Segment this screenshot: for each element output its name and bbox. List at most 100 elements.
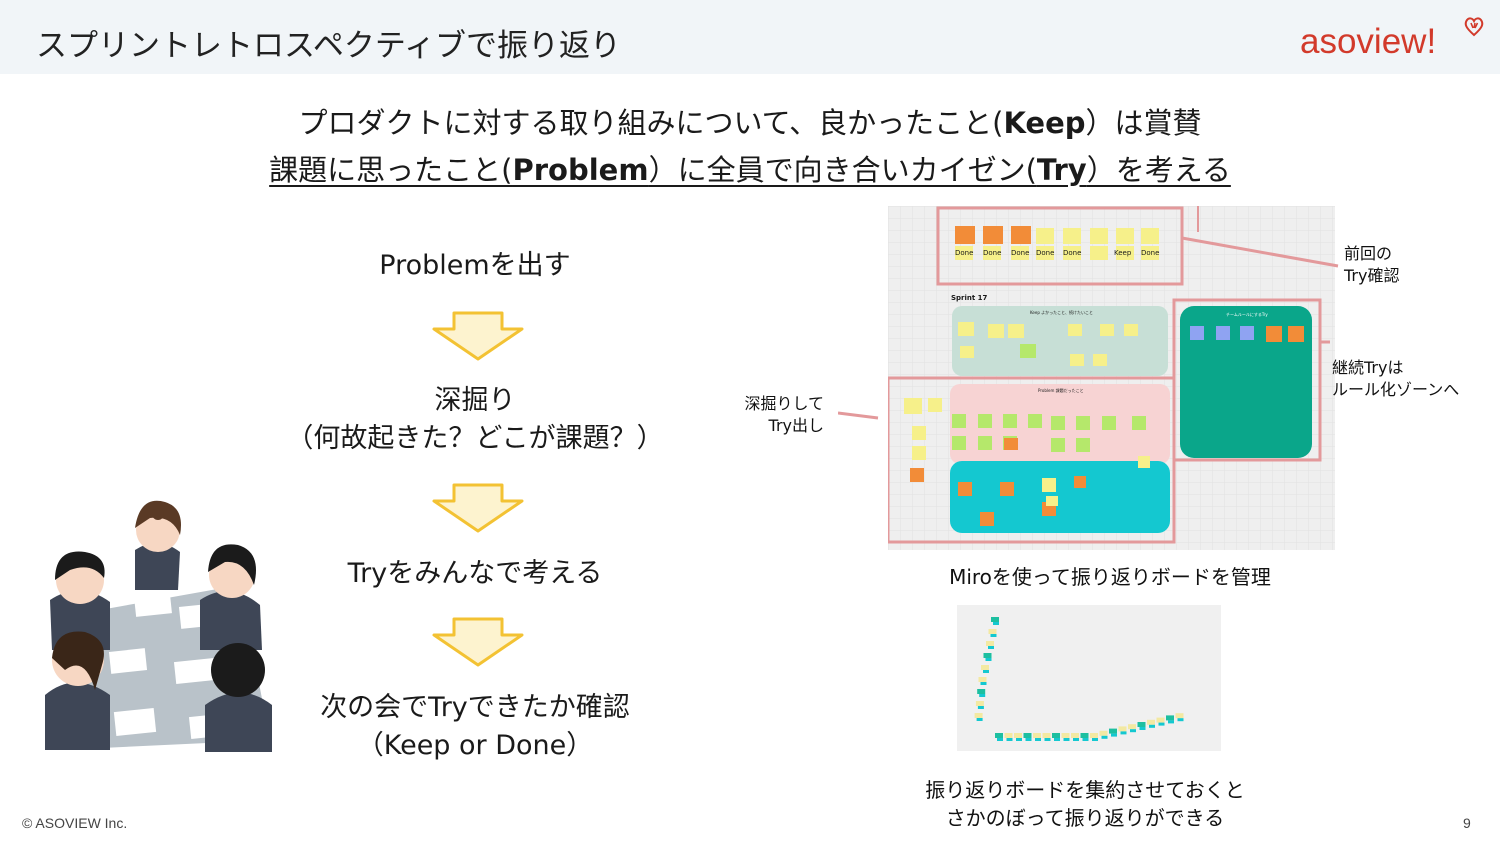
board-done-label: Done (1141, 249, 1160, 257)
note-text: ルール化ゾーンへ (1332, 380, 1460, 399)
mini-board-zone (979, 694, 986, 697)
mini-board (1175, 713, 1184, 719)
meeting-illustration (45, 500, 272, 752)
mini-board (995, 733, 1003, 738)
step-confirm: 次の会でTryできたか確認 （Keep or Done） (255, 689, 695, 765)
step-problem: Problemを出す (379, 250, 571, 281)
lead-text: ）に全員で向き合いカイゼン( (648, 153, 1037, 187)
lead-text: 課題に思ったこと( (269, 153, 513, 187)
mini-board (1166, 715, 1174, 721)
lead-keep: Keep (1003, 106, 1086, 140)
lead-text: ）を考える (1086, 153, 1231, 187)
mini-board-zone (1025, 738, 1032, 741)
page-number: 9 (1463, 815, 1471, 831)
mini-board (1080, 733, 1089, 738)
step-try: Tryをみんなで考える (347, 558, 603, 589)
step-confirm-sub: （Keep or Done） (356, 730, 594, 761)
lead-line-2: 課題に思ったこと(Problem）に全員で向き合いカイゼン(Try）を考える (0, 147, 1500, 189)
mini-board-zone (976, 718, 983, 721)
mini-board-zone (1149, 724, 1155, 728)
board-done-label: Done (955, 249, 974, 257)
note-text: Try確認 (1344, 266, 1400, 285)
caption-line: 振り返りボードを集約させておくと (925, 778, 1245, 802)
step-confirm-title: 次の会でTryできたか確認 (320, 692, 630, 723)
slide-header: スプリントレトロスペクティブで振り返り asoview! (0, 0, 1500, 74)
mini-board-zone (985, 658, 992, 661)
mini-board (983, 653, 992, 658)
lead-try: Try (1036, 153, 1087, 187)
mini-board-zone (980, 682, 987, 685)
mini-board-zone (1177, 718, 1184, 722)
mini-board-zone (977, 706, 984, 709)
mini-board-zone (1092, 738, 1098, 741)
mini-board-zone (1073, 738, 1079, 741)
mini-board (1052, 733, 1060, 738)
mini-board (1156, 717, 1165, 723)
note-prev-try: 前回の Try確認 (1344, 243, 1399, 287)
board-done-label: Done (983, 249, 1002, 257)
mini-board-zone (1111, 733, 1117, 737)
board-graphic (886, 206, 1335, 550)
mini-board-zone (1054, 738, 1060, 741)
mini-board (975, 701, 984, 706)
mini-board (1061, 733, 1070, 738)
board-done-label: Done (1011, 249, 1030, 257)
board-keep-header: Keep よかったこと、続けたいこと (1030, 310, 1093, 315)
slide-title: スプリントレトロスペクティブで振り返り (36, 28, 621, 64)
mini-board-zone (1101, 735, 1108, 739)
board-sprint-label: Sprint 17 (951, 294, 988, 302)
caption-line: さかのぼって振り返りができる (945, 806, 1225, 830)
mini-board-zone (1006, 738, 1013, 741)
aggregated-boards-screenshot (957, 605, 1221, 751)
down-arrow-icon (432, 617, 524, 667)
lead-line-1: プロダクトに対する取り組みについて、良かったこと(Keep）は賞賛 (0, 100, 1500, 142)
mini-board-zone (993, 622, 999, 625)
mini-board (1109, 728, 1117, 734)
annotation-lines (838, 236, 1339, 420)
mini-board-zone (1120, 731, 1127, 735)
step-deep-dive-title: 深掘り (434, 385, 516, 416)
mini-board (981, 665, 989, 670)
mini-board (1090, 733, 1098, 738)
mini-board-zone (1044, 738, 1051, 741)
aggregated-boards-graphic (974, 617, 1184, 741)
logo-text: asoview! (1300, 22, 1437, 61)
footer-copyright: © ASOVIEW Inc. (22, 815, 128, 831)
mini-board (988, 629, 997, 634)
mini-board (1042, 733, 1051, 738)
note-text: 継続Tryは (1332, 358, 1404, 377)
mini-board-zone (990, 634, 997, 637)
mini-board-zone (1158, 722, 1165, 726)
note-dig: 深掘りして Try出し (740, 393, 824, 437)
mini-board-zone (1016, 738, 1022, 741)
note-continue-try: 継続Tryは ルール化ゾーンへ (1332, 357, 1459, 401)
mini-board (1118, 726, 1127, 732)
mini-board-zone (1063, 738, 1070, 741)
down-arrow-icon (432, 311, 524, 361)
mini-board-zone (988, 646, 994, 649)
mini-board (1147, 719, 1155, 725)
mini-board (1023, 733, 1032, 738)
mini-board (986, 641, 994, 646)
caption-collect: 振り返りボードを集約させておくと さかのぼって振り返りができる (880, 776, 1290, 832)
step-deep-dive-sub: （何故起きた？どこが課題？） (286, 423, 664, 454)
board-done-label: Done (1063, 249, 1082, 257)
mini-board (1033, 733, 1041, 738)
heart-icon (1464, 17, 1484, 37)
mini-board (1137, 722, 1146, 727)
mini-board (1004, 733, 1013, 738)
board-keep-label: Keep (1114, 249, 1132, 257)
caption-miro: Miroを使って振り返りボードを管理 (949, 565, 1271, 589)
mini-board-zone (1139, 727, 1146, 730)
mini-board-zone (1035, 738, 1041, 741)
mini-board (978, 677, 987, 682)
board-done-label: Done (1036, 249, 1055, 257)
lead-problem: Problem (512, 153, 649, 187)
mini-board (1099, 730, 1108, 736)
note-text: 深掘りして (744, 394, 824, 413)
mini-board-zone (983, 670, 989, 673)
step-deep-dive: 深掘り （何故起きた？どこが課題？） (255, 382, 695, 458)
mini-board-zone (1130, 729, 1136, 733)
lead-text: プロダクトに対する取り組みについて、良かったこと( (298, 106, 1004, 140)
mini-board-zone (1168, 720, 1174, 724)
